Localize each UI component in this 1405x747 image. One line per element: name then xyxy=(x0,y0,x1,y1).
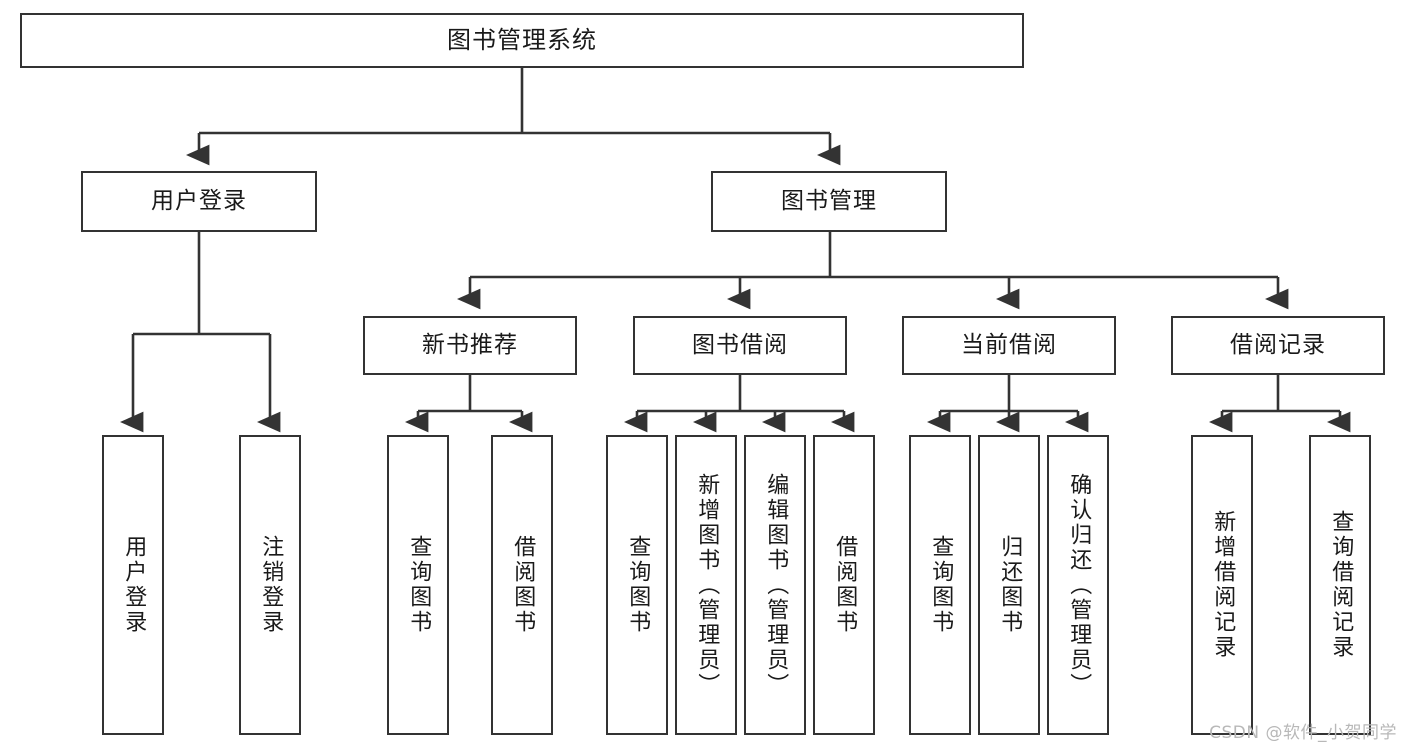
node-book-borrow-label: 图书借阅 xyxy=(692,332,788,359)
node-leaf-query-record[interactable]: 查询借阅记录 xyxy=(1309,435,1371,735)
node-leaf-query-book-2-label: 查询图书 xyxy=(625,535,651,635)
node-leaf-user-login-label: 用户登录 xyxy=(121,535,147,635)
node-leaf-borrow-book-2[interactable]: 借阅图书 xyxy=(813,435,875,735)
node-leaf-borrow-book-2-label: 借阅图书 xyxy=(832,535,858,635)
node-leaf-logout-login[interactable]: 注销登录 xyxy=(239,435,301,735)
node-leaf-edit-book[interactable]: 编辑图书（管理员） xyxy=(744,435,806,735)
node-leaf-query-book-1[interactable]: 查询图书 xyxy=(387,435,449,735)
node-book-management[interactable]: 图书管理 xyxy=(711,171,947,232)
node-leaf-query-book-2[interactable]: 查询图书 xyxy=(606,435,668,735)
node-leaf-query-book-3-label: 查询图书 xyxy=(928,535,954,635)
node-leaf-query-book-1-label: 查询图书 xyxy=(406,535,432,635)
node-user-login-label: 用户登录 xyxy=(151,188,247,215)
node-leaf-return-book[interactable]: 归还图书 xyxy=(978,435,1040,735)
node-current-borrow[interactable]: 当前借阅 xyxy=(902,316,1116,375)
node-leaf-confirm-return[interactable]: 确认归还（管理员） xyxy=(1047,435,1109,735)
node-leaf-query-record-label: 查询借阅记录 xyxy=(1328,510,1354,660)
node-leaf-add-book[interactable]: 新增图书（管理员） xyxy=(675,435,737,735)
node-leaf-borrow-book-1[interactable]: 借阅图书 xyxy=(491,435,553,735)
node-new-book-recommend-label: 新书推荐 xyxy=(422,332,518,359)
node-root[interactable]: 图书管理系统 xyxy=(20,13,1024,68)
node-book-borrow[interactable]: 图书借阅 xyxy=(633,316,847,375)
node-leaf-logout-login-label: 注销登录 xyxy=(258,535,284,635)
node-book-management-label: 图书管理 xyxy=(781,188,877,215)
node-leaf-edit-book-label: 编辑图书（管理员） xyxy=(763,472,789,698)
node-user-login[interactable]: 用户登录 xyxy=(81,171,317,232)
node-current-borrow-label: 当前借阅 xyxy=(961,332,1057,359)
node-leaf-add-record[interactable]: 新增借阅记录 xyxy=(1191,435,1253,735)
node-leaf-query-book-3[interactable]: 查询图书 xyxy=(909,435,971,735)
node-borrow-record[interactable]: 借阅记录 xyxy=(1171,316,1385,375)
node-leaf-confirm-return-label: 确认归还（管理员） xyxy=(1066,472,1092,698)
csdn-watermark: CSDN @软件_小贺同学 xyxy=(1209,723,1397,743)
node-root-label: 图书管理系统 xyxy=(447,25,597,54)
node-new-book-recommend[interactable]: 新书推荐 xyxy=(363,316,577,375)
node-leaf-add-book-label: 新增图书（管理员） xyxy=(694,472,720,698)
node-leaf-user-login[interactable]: 用户登录 xyxy=(102,435,164,735)
node-leaf-return-book-label: 归还图书 xyxy=(997,535,1023,635)
node-leaf-borrow-book-1-label: 借阅图书 xyxy=(510,535,536,635)
node-leaf-add-record-label: 新增借阅记录 xyxy=(1210,510,1236,660)
node-borrow-record-label: 借阅记录 xyxy=(1230,332,1326,359)
